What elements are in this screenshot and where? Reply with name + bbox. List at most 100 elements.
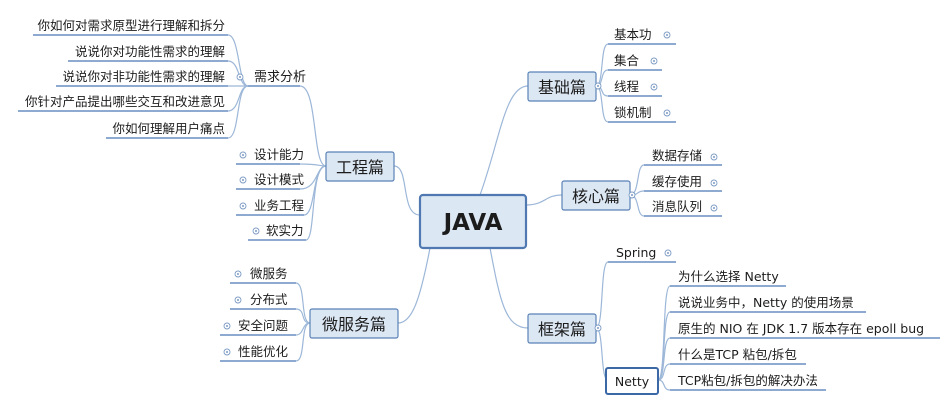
weifuwu-item-3-expand-icon-center — [226, 325, 228, 327]
netty-item-2[interactable]: 说说业务中，Netty 的使用场景 — [670, 295, 866, 313]
branch-gongcheng-label: 工程篇 — [336, 158, 384, 177]
xuqiu-item-2[interactable]: 说说你对功能性需求的理解 — [68, 44, 228, 62]
center-node[interactable]: JAVA — [418, 193, 528, 250]
connector-weifuwu-item2 — [295, 308, 311, 324]
gongcheng-item-4-label: 软实力 — [266, 223, 304, 238]
kuangjia-spring-expand-icon-center — [667, 252, 669, 254]
kuangjia-netty-label: Netty — [615, 374, 650, 389]
xuqiu-item-3-label: 说说你对非功能性需求的理解 — [62, 69, 225, 84]
xuqiu-item-4[interactable]: 你针对产品提出哪些交互和改进意见 — [18, 94, 228, 112]
weifuwu-item-1-expand-icon-center — [237, 273, 239, 275]
gongcheng-item-3-expand-icon-center — [242, 205, 244, 207]
weifuwu-item-4-expand-icon-center — [226, 351, 228, 353]
hexin-item-2-label: 缓存使用 — [652, 174, 702, 189]
netty-item-4-label: 什么是TCP 粘包/拆包 — [678, 347, 797, 362]
connector-hexin-item1 — [629, 164, 645, 196]
netty-item-3[interactable]: 原生的 NIO 在 JDK 1.7 版本存在 epoll bug — [670, 321, 940, 339]
connector-kuangjia-spring — [595, 261, 609, 329]
weifuwu-item-1[interactable]: 微服务 — [230, 266, 296, 284]
topic-xuqiu-label: 需求分析 — [254, 70, 306, 85]
hexin-item-1[interactable]: 数据存储 — [644, 148, 722, 166]
branch-jichu-collapse-icon-center — [597, 85, 599, 87]
branch-weifuwu-label: 微服务篇 — [322, 315, 386, 334]
kuangjia-spring[interactable]: Spring — [608, 245, 676, 263]
gongcheng-item-4[interactable]: 软实力 — [248, 223, 306, 241]
xuqiu-item-1[interactable]: 你如何对需求原型进行理解和拆分 — [33, 18, 228, 36]
weifuwu-item-3-label: 安全问题 — [238, 318, 289, 333]
hexin-item-3-label: 消息队列 — [652, 199, 702, 214]
weifuwu-item-3[interactable]: 安全问题 — [220, 318, 296, 336]
netty-item-5-label: TCP粘包/拆包的解决办法 — [677, 373, 818, 388]
gongcheng-item-1-expand-icon-center — [242, 154, 244, 156]
jichu-item-4-label: 锁机制 — [614, 105, 652, 120]
connector-center-kuangjia — [489, 247, 529, 329]
jichu-item-3-label: 线程 — [614, 79, 640, 94]
gongcheng-item-2-label: 设计模式 — [254, 172, 305, 187]
connector-center-gongcheng — [393, 165, 421, 216]
hexin-item-3-expand-icon-center — [713, 207, 715, 209]
xuqiu-item-1-label: 你如何对需求原型进行理解和拆分 — [37, 18, 225, 33]
weifuwu-item-2-expand-icon-center — [237, 299, 239, 301]
jichu-item-2[interactable]: 集合 — [608, 53, 662, 71]
topic-xuqiu-collapse-icon-center — [239, 76, 241, 78]
branch-hexin-label: 核心篇 — [572, 187, 620, 206]
jichu-item-1-expand-icon-center — [666, 34, 668, 36]
hexin-item-1-expand-icon-center — [713, 156, 715, 158]
jichu-item-4[interactable]: 锁机制 — [608, 105, 676, 123]
netty-item-1[interactable]: 为什么选择 Netty — [670, 269, 786, 287]
gongcheng-item-1[interactable]: 设计能力 — [236, 147, 304, 165]
center-node-box — [418, 193, 528, 250]
hexin-items: 数据存储 缓存使用 消息队列 — [644, 148, 722, 217]
connector-xuqiu-item2 — [227, 60, 249, 87]
xuqiu-items: 你如何对需求原型进行理解和拆分 说说你对功能性需求的理解 说说你对非功能性需求的… — [18, 18, 228, 139]
xuqiu-item-5[interactable]: 你如何理解用户痛点 — [106, 121, 228, 139]
branch-kuangjia-label: 框架篇 — [538, 320, 586, 339]
branch-jichu-label: 基础篇 — [538, 78, 586, 97]
weifuwu-items: 微服务 分布式 安全问题 性能优化 — [220, 266, 296, 362]
xuqiu-item-5-label: 你如何理解用户痛点 — [112, 121, 225, 136]
branch-gongcheng[interactable]: 工程篇 — [325, 151, 395, 182]
gongcheng-item-3[interactable]: 业务工程 — [236, 198, 305, 216]
connector-xuqiu-item5 — [227, 85, 249, 139]
jichu-item-3[interactable]: 线程 — [608, 79, 662, 97]
branch-gongcheng-box — [325, 151, 395, 182]
weifuwu-item-2[interactable]: 分布式 — [230, 292, 296, 310]
hexin-item-2[interactable]: 缓存使用 — [644, 174, 722, 192]
topic-xuqiu[interactable]: 需求分析 — [236, 70, 306, 87]
netty-item-3-label: 原生的 NIO 在 JDK 1.7 版本存在 epoll bug — [678, 321, 924, 336]
branch-weifuwu-box — [309, 308, 399, 339]
netty-item-4[interactable]: 什么是TCP 粘包/拆包 — [670, 347, 806, 365]
jichu-items: 基本功 集合 线程 锁机制 — [608, 27, 676, 123]
connector-weifuwu-item3 — [295, 322, 311, 336]
branch-hexin[interactable]: 核心篇 — [561, 180, 636, 211]
gongcheng-item-3-label: 业务工程 — [254, 198, 305, 213]
kuangjia-spring-label: Spring — [616, 245, 656, 260]
netty-items: 为什么选择 Netty 说说业务中，Netty 的使用场景 原生的 NIO 在 … — [670, 269, 940, 391]
connector-center-jichu — [479, 85, 529, 196]
connectors — [227, 34, 671, 391]
branch-weifuwu[interactable]: 微服务篇 — [309, 308, 399, 339]
hexin-item-1-label: 数据存储 — [652, 148, 702, 163]
weifuwu-item-2-label: 分布式 — [250, 292, 288, 307]
gongcheng-item-2[interactable]: 设计模式 — [236, 172, 305, 190]
connector-center-weifuwu — [397, 247, 431, 324]
branch-kuangjia[interactable]: 框架篇 — [527, 313, 602, 344]
connector-netty-item5 — [657, 379, 671, 391]
xuqiu-item-3[interactable]: 说说你对非功能性需求的理解 — [56, 69, 228, 87]
xuqiu-item-2-label: 说说你对功能性需求的理解 — [75, 44, 225, 59]
connector-gongcheng-xuqiu — [299, 85, 327, 167]
jichu-item-1[interactable]: 基本功 — [608, 27, 676, 45]
hexin-item-3[interactable]: 消息队列 — [644, 199, 722, 217]
connector-weifuwu-item1 — [295, 282, 311, 324]
connector-gongcheng-item4 — [305, 165, 327, 241]
netty-item-5[interactable]: TCP粘包/拆包的解决办法 — [670, 373, 826, 391]
gongcheng-items: 设计能力 设计模式 业务工程 软实力 — [236, 147, 306, 241]
weifuwu-item-4[interactable]: 性能优化 — [220, 344, 296, 362]
connector-xuqiu-item1 — [227, 34, 249, 87]
weifuwu-item-4-label: 性能优化 — [238, 344, 289, 359]
kuangjia-netty[interactable]: Netty — [605, 367, 659, 395]
jichu-item-4-expand-icon-center — [666, 112, 668, 114]
kuangjia-netty-box — [605, 367, 659, 395]
branch-jichu[interactable]: 基础篇 — [527, 71, 602, 102]
